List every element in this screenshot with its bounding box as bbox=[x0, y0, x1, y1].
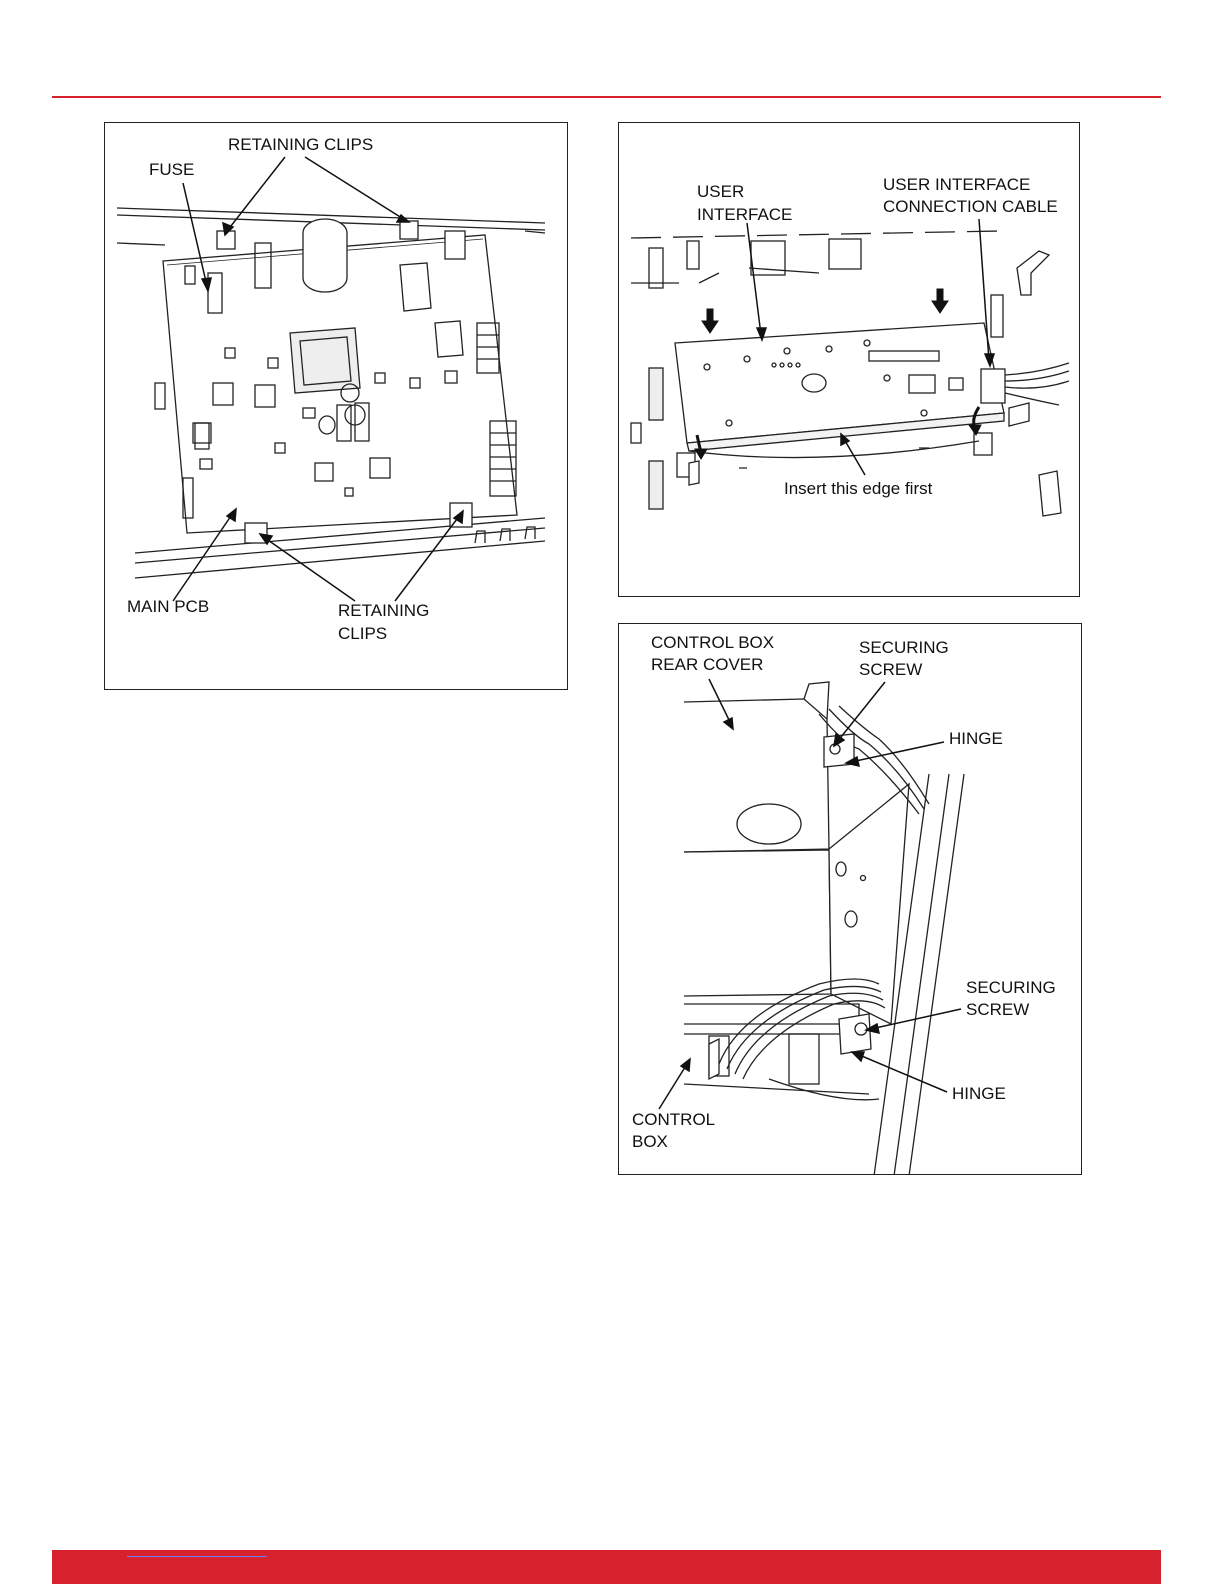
label-connection-cable-line1: USER INTERFACE bbox=[883, 174, 1030, 196]
label-hinge-bottom: HINGE bbox=[952, 1083, 1006, 1105]
user-interface-figure: USER INTERFACE USER INTERFACE CONNECTION… bbox=[618, 122, 1080, 597]
control-box-illustration bbox=[619, 624, 1082, 1175]
label-securing-screw-top-line2: SCREW bbox=[859, 659, 922, 681]
control-box-figure: CONTROL BOX REAR COVER SECURING SCREW HI… bbox=[618, 623, 1082, 1175]
leader-hinge-bottom bbox=[857, 1054, 947, 1092]
label-fuse: FUSE bbox=[149, 159, 194, 181]
label-user-interface-line2: INTERFACE bbox=[697, 204, 792, 226]
label-control-box-line1: CONTROL bbox=[632, 1109, 715, 1131]
label-securing-screw-bottom-line2: SCREW bbox=[966, 999, 1029, 1021]
leader-control-box bbox=[659, 1064, 687, 1109]
label-rear-cover-line1: CONTROL BOX bbox=[651, 632, 774, 654]
label-securing-screw-bottom-line1: SECURING bbox=[966, 977, 1056, 999]
header-rule bbox=[52, 96, 1161, 98]
leader-screw-top bbox=[837, 682, 885, 742]
label-securing-screw-top-line1: SECURING bbox=[859, 637, 949, 659]
label-insert-edge-first: Insert this edge first bbox=[784, 478, 932, 500]
label-retaining-clips-bottom-line1: RETAINING bbox=[338, 600, 429, 622]
main-pcb-figure: RETAINING CLIPS FUSE MAIN PCB RETAINING … bbox=[104, 122, 568, 690]
label-hinge-top: HINGE bbox=[949, 728, 1003, 750]
footer-link-underline[interactable] bbox=[127, 1556, 267, 1557]
leader-clip-top-right bbox=[305, 157, 405, 220]
label-retaining-clips-top: RETAINING CLIPS bbox=[228, 134, 373, 156]
leader-insert-edge bbox=[844, 439, 865, 475]
label-user-interface-line1: USER bbox=[697, 181, 744, 203]
label-retaining-clips-bottom-line2: CLIPS bbox=[338, 623, 387, 645]
label-control-box-line2: BOX bbox=[632, 1131, 668, 1153]
label-rear-cover-line2: REAR COVER bbox=[651, 654, 763, 676]
label-connection-cable-line2: CONNECTION CABLE bbox=[883, 196, 1058, 218]
label-main-pcb: MAIN PCB bbox=[127, 596, 209, 618]
leader-user-interface bbox=[747, 223, 761, 335]
